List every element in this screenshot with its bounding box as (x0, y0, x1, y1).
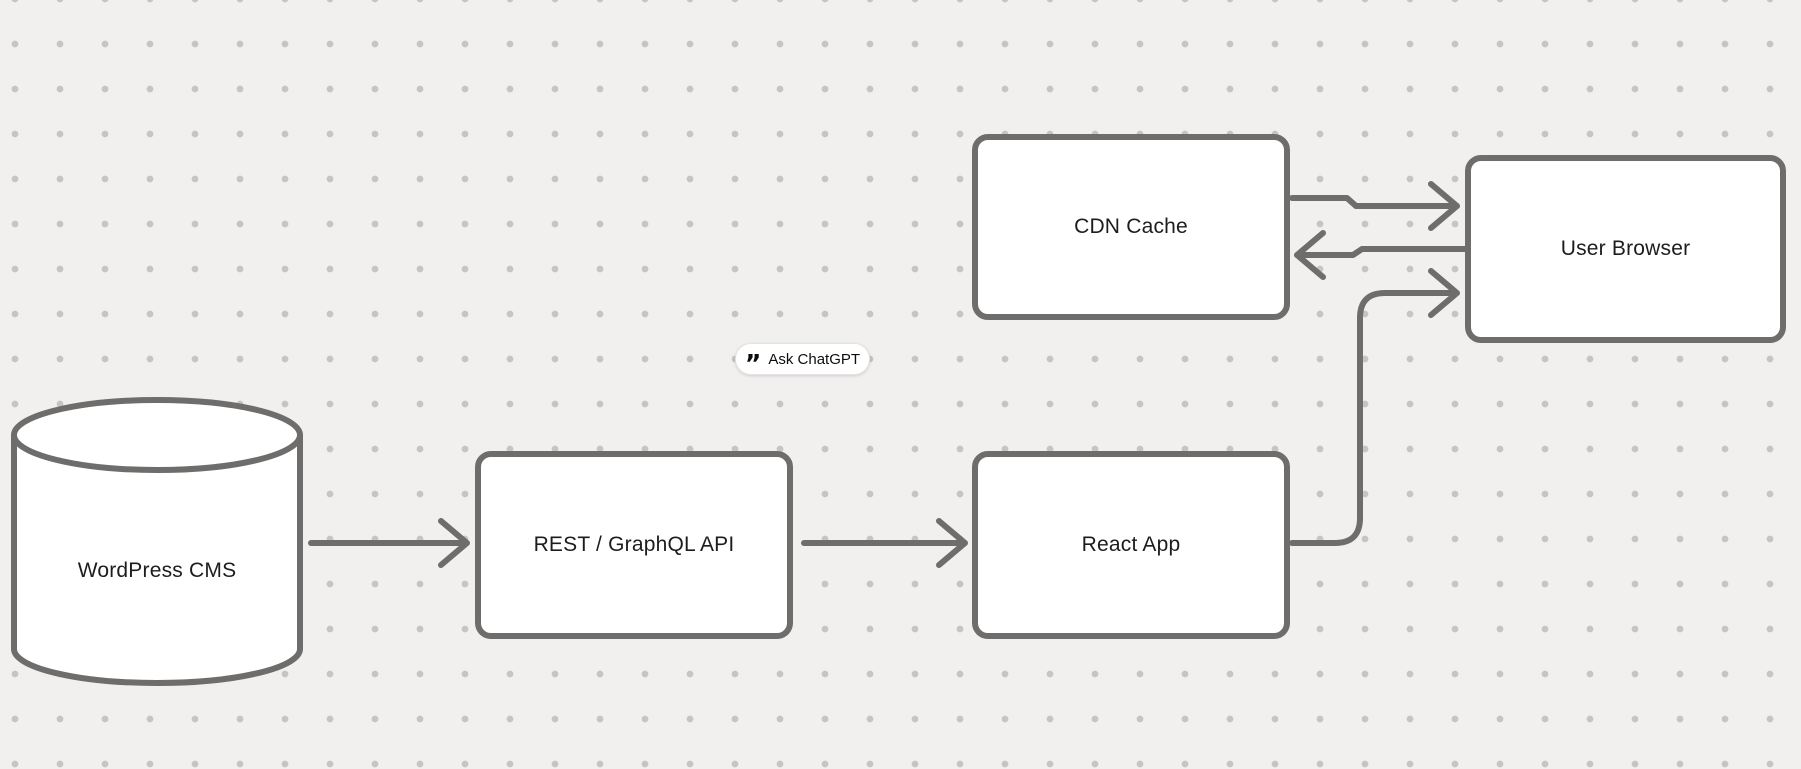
ask-chatgpt-button[interactable]: ” Ask ChatGPT (735, 343, 870, 376)
edge-cdn-to-browser[interactable] (1289, 181, 1460, 231)
arrowhead-icon (438, 518, 470, 568)
edge-line (1289, 290, 1453, 546)
arrowhead-icon (936, 518, 968, 568)
node-cdn-cache[interactable] (972, 134, 1290, 320)
cylinder-body-fill (14, 400, 300, 683)
node-react-app[interactable] (972, 451, 1290, 639)
cylinder-body-stroke (11, 432, 303, 686)
edge-line (1289, 195, 1454, 209)
ask-chatgpt-label: Ask ChatGPT (768, 350, 861, 368)
edge-wordpress-to-api[interactable] (308, 518, 470, 568)
arrowhead-icon (1428, 181, 1460, 231)
node-wordpress-cms[interactable] (11, 397, 303, 686)
arrowhead-icon (1428, 268, 1460, 318)
edge-line (1300, 246, 1469, 258)
node-user-browser[interactable] (1465, 155, 1786, 343)
edge-react-to-browser[interactable] (1289, 268, 1460, 546)
edge-browser-to-cdn[interactable] (1294, 230, 1469, 280)
edge-api-to-react[interactable] (801, 518, 968, 568)
node-rest-graphql-api[interactable] (475, 451, 793, 639)
arrowhead-icon (1294, 230, 1326, 280)
cylinder-top-ellipse (11, 397, 303, 473)
